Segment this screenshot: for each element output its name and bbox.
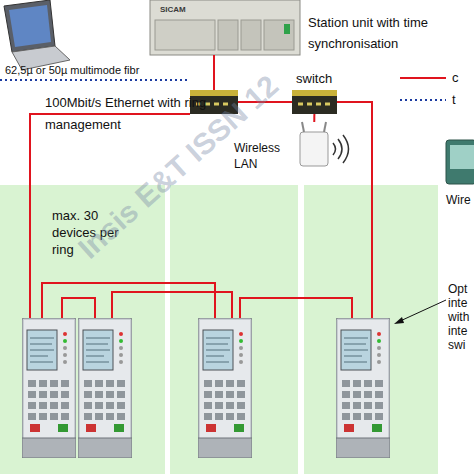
ethernet-line — [337, 102, 372, 318]
switch-body — [292, 90, 337, 114]
bay-panel — [170, 185, 298, 474]
rack-module — [241, 20, 261, 50]
ring-line — [240, 298, 352, 318]
protection-relay — [336, 318, 390, 458]
device-caption: switch — [296, 71, 332, 86]
device-caption: Wire — [446, 193, 471, 207]
tablet-symbol — [446, 140, 474, 184]
station-unit: SICAMStation unit with time synchronisat… — [150, 0, 300, 55]
rack-module — [218, 20, 238, 50]
rack-case — [150, 0, 300, 55]
protection-relay — [78, 318, 132, 458]
laptop-display — [9, 5, 51, 47]
access-point-symbol — [300, 122, 349, 166]
leader-line — [398, 300, 446, 322]
device-caption: Station unit with time synchronisation — [308, 12, 460, 54]
callout-note: Opt inte with inte swi — [448, 282, 474, 352]
radio-waves — [333, 135, 349, 163]
ethernet-line — [213, 55, 215, 90]
rack-module — [264, 20, 294, 50]
wireless-access-point: Wireless LAN — [298, 122, 330, 166]
device-brand: SICAM — [160, 5, 186, 14]
switch-top — [292, 90, 337, 96]
protection-relay — [22, 318, 76, 458]
legend-swatch — [400, 77, 446, 79]
network-switch: switch — [292, 90, 337, 114]
switch-symbol — [292, 90, 337, 114]
rack-module — [155, 20, 215, 50]
leader-arrowhead — [394, 317, 404, 324]
protection-relay — [198, 318, 252, 458]
switch-ports — [298, 103, 330, 106]
legend-swatch — [400, 99, 446, 101]
access-point-body — [300, 132, 328, 166]
antenna — [324, 122, 326, 132]
ethernet-connector — [313, 114, 315, 122]
laptop-symbol — [4, 0, 70, 70]
time-sync-line — [0, 79, 190, 81]
rack-led — [284, 24, 290, 34]
station-unit-symbol — [150, 0, 300, 55]
device-caption: Wireless LAN — [234, 140, 290, 172]
tablet-screen — [450, 145, 474, 169]
antenna — [302, 122, 304, 132]
legend-text: c — [452, 70, 459, 85]
tablet-body — [446, 140, 474, 184]
laptop-screen — [4, 0, 55, 52]
legend-text: t — [452, 92, 456, 107]
fibre-note: 62,5µ or 50µ multimode fibr — [5, 64, 139, 76]
